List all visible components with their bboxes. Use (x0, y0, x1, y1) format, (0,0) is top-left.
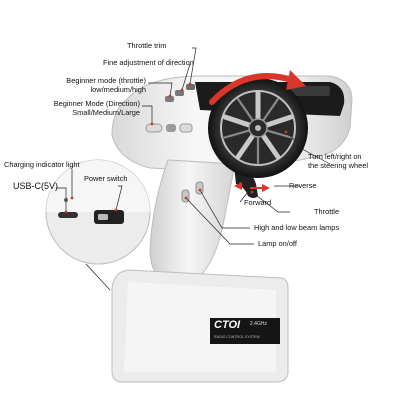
high-low-beam-switch[interactable] (195, 181, 204, 195)
label-beginner-throttle-line2: low/medium/high (90, 84, 146, 94)
label-beginner-throttle: Beginner mode (throttle) low/medium/high (22, 76, 146, 94)
beginner-direction-button[interactable] (145, 123, 163, 133)
throttle-trim-knob[interactable] (186, 84, 195, 90)
label-reverse: Reverse (289, 181, 317, 190)
label-usb-c: USB-C(5V) (13, 181, 59, 191)
side-button-3[interactable] (179, 123, 193, 133)
usb-c-port[interactable] (58, 212, 78, 218)
beginner-throttle-knob[interactable] (165, 96, 174, 102)
label-high-low-beam: High and low beam lamps (254, 223, 340, 232)
label-fine-adjustment: Fine adjustment of direction (103, 58, 194, 67)
forward-arrow (234, 182, 242, 190)
label-charging-light: Charging indicator light (4, 160, 80, 169)
steering-rotation-arrow (209, 73, 295, 105)
label-lamp-onoff: Lamp on/off (258, 239, 297, 248)
label-forward: Forward (244, 198, 272, 207)
label-beginner-direction-line2: Small/Medium/Large (72, 107, 140, 117)
transmitter-grip (149, 159, 236, 283)
label-beginner-throttle-line1: Beginner mode (throttle) (66, 76, 146, 85)
label-beginner-direction-line1: Beginner Mode (Direction) (53, 99, 140, 108)
brand-logo: CTOI (214, 319, 241, 331)
label-throttle-trim: Throttle trim (127, 41, 167, 50)
fine-adjust-knob[interactable] (175, 90, 184, 96)
side-button-2[interactable] (166, 124, 176, 132)
brand-caption: RADIO CONTROL SYSTEM (214, 335, 260, 339)
power-switch[interactable] (94, 210, 124, 224)
label-turn-wheel-line2: the steering wheel (308, 160, 368, 170)
brand-model: 2.4GHz (250, 321, 267, 327)
label-power-switch: Power switch (84, 174, 128, 183)
steering-wheel[interactable] (208, 78, 308, 178)
label-turn-wheel: Turn left/right on the steering wheel (308, 152, 368, 170)
label-turn-wheel-line1: Turn left/right on (308, 152, 362, 161)
reverse-arrow (262, 184, 270, 192)
label-throttle: Throttle (314, 207, 340, 216)
brand-badge (210, 318, 280, 344)
label-beginner-direction: Beginner Mode (Direction) Small/Medium/L… (12, 99, 140, 117)
